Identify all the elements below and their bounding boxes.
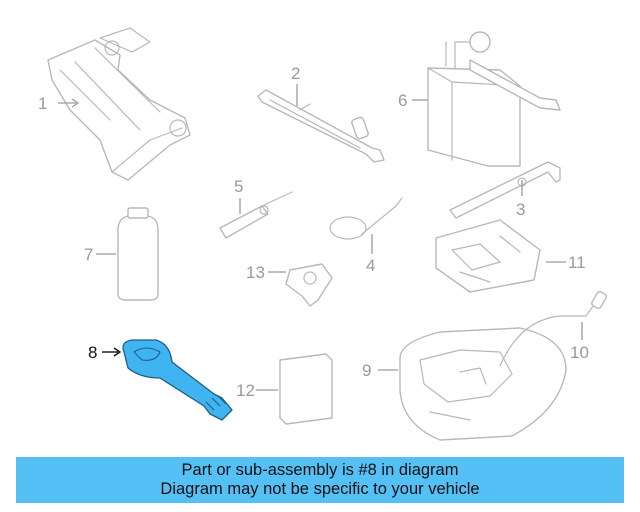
leader-1-arrow bbox=[71, 98, 80, 108]
part-6-compressor-kit[interactable] bbox=[427, 31, 561, 167]
part-10-cable[interactable] bbox=[499, 290, 607, 367]
callout-5: 5 bbox=[234, 177, 243, 196]
part-9-tray[interactable] bbox=[399, 327, 567, 441]
part-13-bolt[interactable] bbox=[285, 263, 333, 307]
leader-8-arrow bbox=[113, 347, 122, 357]
callout-10: 10 bbox=[570, 343, 589, 362]
part-7-bottle[interactable] bbox=[117, 207, 159, 301]
part-5-small-tool[interactable] bbox=[219, 191, 293, 239]
part-info-banner: Part or sub-assembly is #8 in diagram Di… bbox=[16, 457, 624, 503]
part-3-hose[interactable] bbox=[449, 161, 561, 219]
part-2-tool-bar[interactable] bbox=[257, 89, 385, 163]
callout-1: 1 bbox=[38, 94, 47, 113]
part-12-pad[interactable] bbox=[279, 353, 333, 425]
callout-9: 9 bbox=[362, 361, 371, 380]
callout-8: 8 bbox=[88, 343, 97, 362]
parts-diagram: 1 2 6 5 3 4 7 bbox=[38, 27, 607, 441]
callout-13: 13 bbox=[246, 263, 265, 282]
banner-line-1: Part or sub-assembly is #8 in diagram bbox=[181, 461, 459, 479]
callout-11: 11 bbox=[568, 253, 586, 272]
part-4-wire-hook[interactable] bbox=[329, 197, 403, 240]
callout-2: 2 bbox=[291, 64, 300, 83]
part-1-scissor-jack[interactable] bbox=[47, 27, 191, 181]
callout-12: 12 bbox=[236, 381, 255, 400]
callout-6: 6 bbox=[398, 91, 407, 110]
part-11-foam-insert[interactable] bbox=[435, 219, 541, 293]
callout-4: 4 bbox=[366, 256, 375, 275]
callout-3: 3 bbox=[516, 200, 525, 219]
banner-line-2: Diagram may not be specific to your vehi… bbox=[160, 480, 480, 498]
callout-7: 7 bbox=[84, 245, 93, 264]
part-8-tow-eye[interactable] bbox=[122, 339, 233, 421]
